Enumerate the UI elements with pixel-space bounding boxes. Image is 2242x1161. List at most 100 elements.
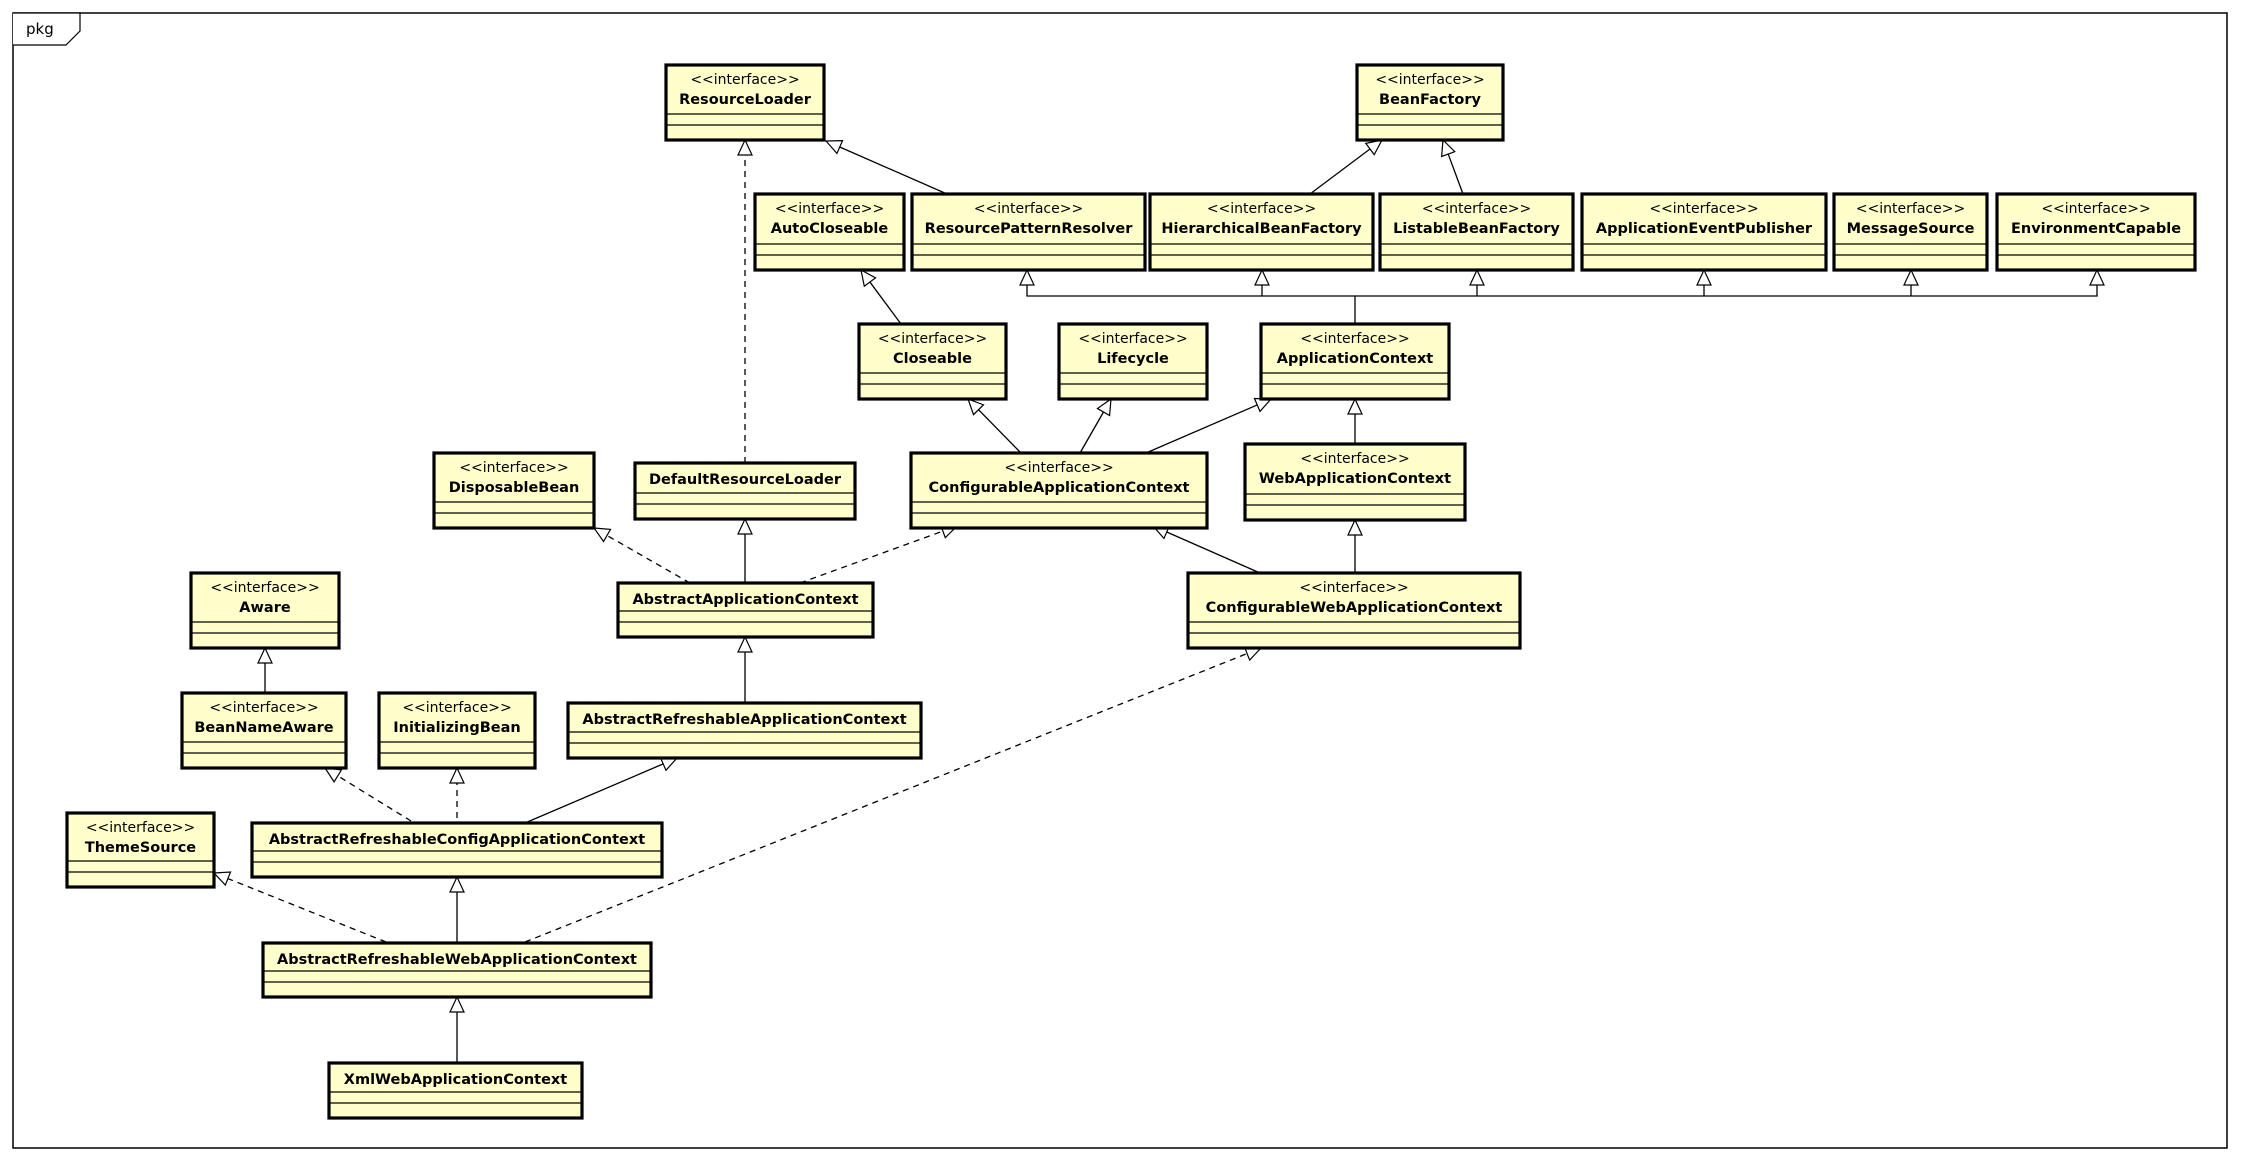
class-name: BeanNameAware (194, 720, 333, 736)
relation-line (799, 530, 944, 584)
class-box-frame (1186, 571, 1522, 650)
hollow-triangle-arrowhead-icon (449, 995, 465, 1013)
class-box-listable-bean-factory[interactable]: <<interface>>ListableBeanFactory (1378, 192, 1575, 272)
hollow-triangle-arrowhead-icon (1019, 268, 1035, 286)
class-box-resource-loader[interactable]: <<interface>>ResourceLoader (664, 63, 826, 142)
hollow-triangle-arrowhead-icon (737, 517, 753, 535)
class-box-frame (1832, 192, 1989, 272)
class-box-abstract-refreshable-config-application-context[interactable]: AbstractRefreshableConfigApplicationCont… (250, 821, 664, 879)
relation-hierarchical-bean-factory-to-bean-factory (1309, 139, 1384, 195)
relation-line (978, 409, 1022, 454)
relation-application-context-to-hierarchical-bean-factory (1254, 268, 1270, 296)
class-box-initializing-bean[interactable]: <<interface>>InitializingBean (377, 691, 537, 770)
relation-abstract-application-context-to-configurable-application-context (799, 523, 959, 584)
stereotype-label: <<interface>> (1004, 460, 1113, 476)
class-box-application-event-publisher[interactable]: <<interface>> ApplicationEventPublisher (1580, 192, 1828, 272)
relation-application-context-to-resource-pattern-resolver (1019, 268, 1356, 324)
stereotype-label: <<interface>> (974, 201, 1083, 217)
class-box-web-application-context[interactable]: <<interface>>WebApplicationContext (1243, 442, 1467, 522)
stereotype-label: <<interface>> (1299, 580, 1408, 596)
stereotype-label: <<interface>> (1649, 201, 1758, 217)
class-box-frame (261, 941, 653, 999)
class-box-theme-source[interactable]: <<interface>>ThemeSource (65, 811, 216, 889)
class-name: Lifecycle (1097, 351, 1169, 367)
relation-configurable-application-context-to-closeable (967, 397, 1022, 454)
class-box-auto-closeable[interactable]: <<interface>>AutoCloseable (753, 192, 906, 272)
relation-application-context-to-environment-capable (1355, 268, 2105, 297)
class-box-disposable-bean[interactable]: <<interface>>DisposableBean (432, 451, 596, 530)
relation-line (524, 652, 1248, 943)
relation-abstract-refreshable-web-application-context-to-configurable-web-application-context (524, 646, 1263, 943)
hollow-triangle-arrowhead-icon (1347, 397, 1363, 415)
class-box-default-resource-loader[interactable]: DefaultResourceLoader (633, 461, 857, 521)
hollow-triangle-arrowhead-icon (212, 871, 232, 887)
stereotype-label: <<interface>> (1300, 331, 1409, 347)
relation-closeable-to-auto-closeable (860, 268, 902, 325)
class-box-environment-capable[interactable]: <<interface>>EnvironmentCapable (1995, 192, 2197, 272)
class-box-frame (1355, 63, 1505, 142)
class-name: AbstractApplicationContext (632, 592, 858, 608)
class-box-configurable-web-application-context[interactable]: <<interface>>ConfigurableWebApplicationC… (1186, 571, 1522, 650)
class-box-frame (189, 571, 341, 650)
class-box-bean-name-aware[interactable]: <<interface>> BeanNameAware (180, 691, 348, 770)
relation-configurable-web-application-context-to-web-application-context (1347, 518, 1363, 573)
class-name: XmlWebApplicationContext (344, 1072, 567, 1088)
relation-line (869, 281, 902, 325)
relation-line (524, 763, 664, 824)
class-name: DefaultResourceLoader (649, 472, 842, 488)
class-box-frame (910, 192, 1147, 272)
class-box-frame (633, 461, 857, 521)
stereotype-label: <<interface>> (1422, 201, 1531, 217)
class-name: AbstractRefreshableApplicationContext (582, 712, 906, 728)
class-box-frame (753, 192, 906, 272)
class-name: ThemeSource (85, 840, 196, 856)
class-box-abstract-refreshable-web-application-context[interactable]: AbstractRefreshableWebApplicationContext (261, 941, 653, 999)
class-box-abstract-application-context[interactable]: AbstractApplicationContext (616, 581, 875, 639)
class-box-frame (1148, 192, 1375, 272)
hollow-triangle-arrowhead-icon (860, 268, 877, 288)
relation-line (1145, 404, 1258, 454)
class-name: AbstractRefreshableConfigApplicationCont… (269, 832, 645, 848)
hollow-triangle-arrowhead-icon (257, 646, 273, 664)
class-box-closeable[interactable]: <<interface>>Closeable (857, 322, 1008, 401)
hollow-triangle-arrowhead-icon (449, 875, 465, 893)
stereotype-label: <<interface>> (209, 700, 318, 716)
hollow-triangle-arrowhead-icon (449, 766, 465, 784)
class-box-frame (664, 63, 826, 142)
class-box-application-context[interactable]: <<interface>>ApplicationContext (1259, 322, 1451, 401)
class-box-hierarchical-bean-factory[interactable]: <<interface>>HierarchicalBeanFactory (1148, 192, 1375, 272)
hollow-triangle-arrowhead-icon (1096, 397, 1112, 417)
relation-web-application-context-to-application-context (1347, 397, 1363, 444)
relation-resource-pattern-resolver-to-resource-loader (824, 139, 948, 195)
class-box-configurable-application-context[interactable]: <<interface>>ConfigurableApplicationCont… (909, 451, 1209, 530)
relation-abstract-refreshable-application-context-to-abstract-application-context (737, 635, 753, 703)
relation-line (1026, 285, 1356, 324)
class-box-abstract-refreshable-application-context[interactable]: AbstractRefreshableApplicationContext (566, 701, 923, 760)
class-box-lifecycle[interactable]: <<interface>>Lifecycle (1057, 322, 1209, 401)
class-box-frame (1243, 442, 1467, 522)
hollow-triangle-arrowhead-icon (737, 138, 753, 156)
relation-abstract-refreshable-web-application-context-to-abstract-refreshable-config-application-context (449, 875, 465, 943)
class-box-aware[interactable]: <<interface>>Aware (189, 571, 341, 650)
stereotype-label: <<interface>> (1856, 201, 1965, 217)
hollow-triangle-arrowhead-icon (967, 397, 985, 416)
class-box-xml-web-application-context[interactable]: XmlWebApplicationContext (327, 1061, 584, 1120)
relation-xml-web-application-context-to-abstract-refreshable-web-application-context (449, 995, 465, 1063)
hollow-triangle-arrowhead-icon (1469, 268, 1485, 286)
class-box-frame (1378, 192, 1575, 272)
hollow-triangle-arrowhead-icon (1903, 268, 1919, 286)
class-name: HierarchicalBeanFactory (1161, 221, 1362, 237)
class-box-frame (432, 451, 596, 530)
class-name: ApplicationEventPublisher (1596, 221, 1813, 237)
relation-line (1309, 148, 1371, 195)
class-box-bean-factory[interactable]: <<interface>>BeanFactory (1355, 63, 1505, 142)
class-box-frame (1057, 322, 1209, 401)
class-box-message-source[interactable]: <<interface>>MessageSource (1832, 192, 1989, 272)
class-name: WebApplicationContext (1259, 471, 1451, 487)
relation-line (1355, 285, 2098, 297)
class-box-resource-pattern-resolver[interactable]: <<interface>> ResourcePatternResolver (910, 192, 1147, 272)
class-box-frame (857, 322, 1008, 401)
class-name: ResourcePatternResolver (925, 221, 1134, 237)
stereotype-label: <<interface>> (690, 72, 799, 88)
